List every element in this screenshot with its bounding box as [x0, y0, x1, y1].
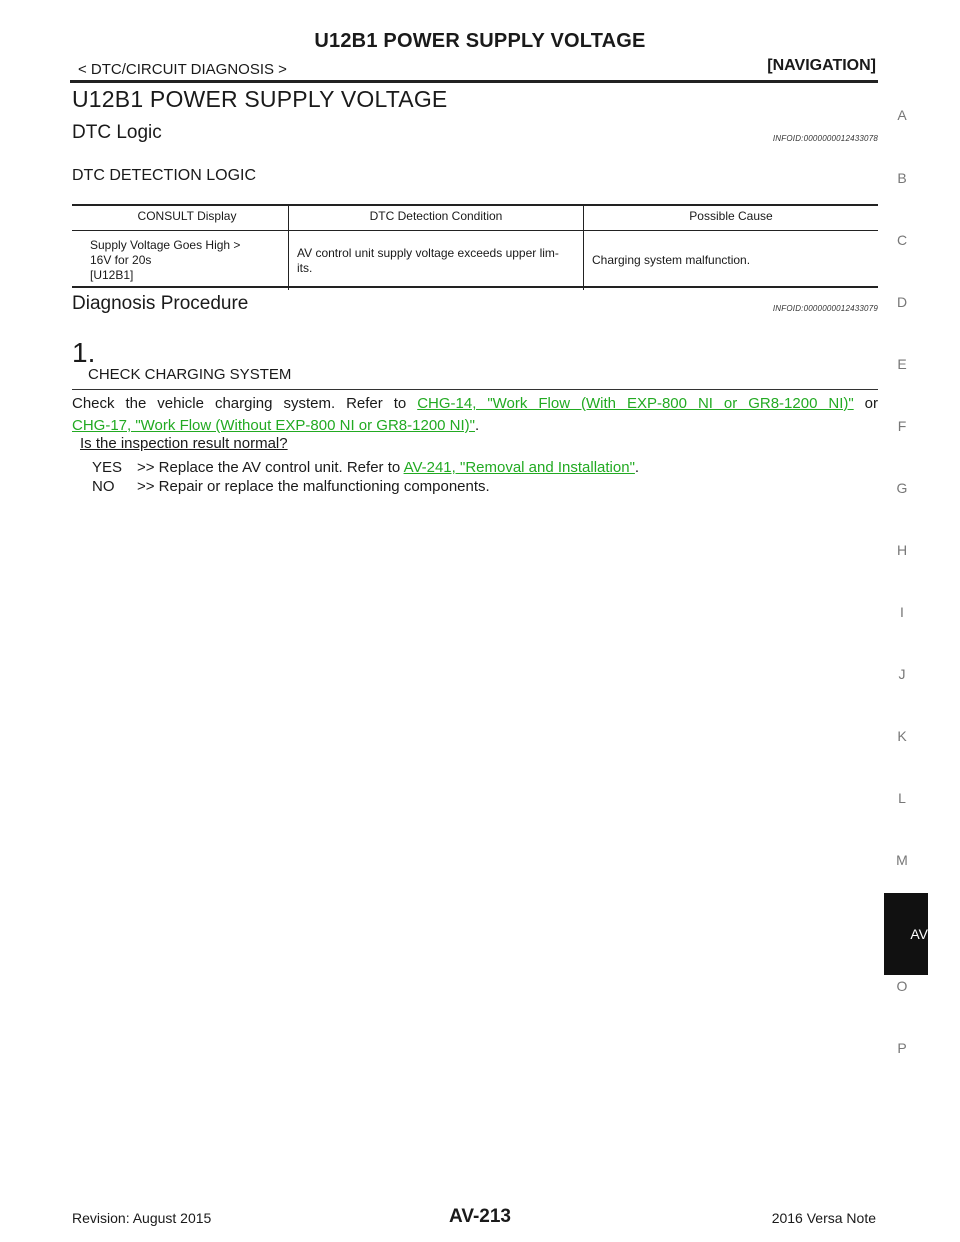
cell-possible-cause: Charging system malfunction.	[583, 230, 878, 290]
instruction-text: or	[853, 395, 879, 412]
page-header-title: U12B1 POWER SUPPLY VOLTAGE	[314, 30, 646, 52]
step-title: CHECK CHARGING SYSTEM	[88, 366, 292, 383]
index-tab-g[interactable]: G	[896, 480, 908, 496]
link-av-241-removal-installation[interactable]: AV-241, "Removal and Installation"	[403, 459, 635, 476]
dtc-logic-table: CONSULT Display DTC Detection Condition …	[72, 204, 878, 290]
answer-key: YES	[92, 459, 123, 476]
cell-detection-condition: AV control unit supply voltage exceeds u…	[288, 230, 584, 290]
index-tab-m[interactable]: M	[896, 852, 908, 868]
index-tab-j[interactable]: J	[898, 666, 906, 682]
table-row: Supply Voltage Goes High > 16V for 20s […	[72, 230, 878, 291]
display-line: [U12B1]	[90, 268, 134, 282]
instruction-text: .	[475, 417, 480, 434]
footer-model: 2016 Versa Note	[771, 1210, 876, 1226]
display-line: Supply Voltage Goes High >	[90, 238, 241, 252]
dtc-logic-heading: DTC Logic	[72, 122, 162, 143]
index-tab-a[interactable]: A	[897, 107, 907, 123]
answer-yes: YES >> Replace the AV control unit. Refer…	[92, 459, 639, 476]
header-divider	[70, 80, 878, 83]
link-chg-14-work-flow[interactable]: CHG-14, "Work Flow (With EXP-800 NI or G…	[417, 395, 854, 412]
column-header-possible-cause: Possible Cause	[583, 204, 878, 231]
index-tab-k[interactable]: K	[897, 728, 907, 744]
column-header-consult-display: CONSULT Display	[72, 204, 289, 231]
dtc-logic-infoid: INFOID:0000000012433078	[772, 134, 878, 143]
index-tab-d[interactable]: D	[896, 294, 908, 310]
link-chg-17-work-flow[interactable]: CHG-17, "Work Flow (Without EXP-800 NI o…	[72, 417, 475, 434]
instruction-line: CHG-17, "Work Flow (Without EXP-800 NI o…	[72, 415, 878, 437]
breadcrumb: < DTC/CIRCUIT DIAGNOSIS >	[78, 61, 287, 78]
display-line: 16V for 20s	[90, 253, 152, 267]
condition-line: AV control unit supply voltage exceeds u…	[297, 245, 559, 260]
step-divider	[72, 389, 878, 390]
answer-text: >> Repair or replace the malfunctioning …	[137, 478, 490, 495]
answer-key: NO	[92, 478, 115, 495]
step-number: 1.	[72, 337, 96, 368]
index-tab-f[interactable]: F	[897, 418, 907, 434]
diagnosis-procedure-infoid: INFOID:0000000012433079	[772, 304, 878, 313]
instruction-text: Check the vehicle charging system. Refer…	[72, 395, 418, 412]
instruction-line: Check the vehicle charging system. Refer…	[72, 393, 878, 415]
index-tab-c[interactable]: C	[896, 232, 908, 248]
index-tab-p[interactable]: P	[897, 1040, 907, 1056]
dtc-detection-logic-label: DTC DETECTION LOGIC	[72, 167, 257, 184]
inspection-question: Is the inspection result normal?	[80, 435, 288, 452]
index-tab-av-label: AV	[910, 926, 928, 942]
footer-revision: Revision: August 2015	[72, 1210, 212, 1226]
condition-line: its.	[297, 260, 313, 275]
index-tab-h[interactable]: H	[896, 542, 908, 558]
table-header-row: CONSULT Display DTC Detection Condition …	[72, 204, 878, 231]
answer-text: >> Replace the AV control unit. Refer to	[137, 459, 404, 476]
column-header-detection-condition: DTC Detection Condition	[288, 204, 584, 231]
cell-consult-display: Supply Voltage Goes High > 16V for 20s […	[72, 231, 289, 291]
step-instructions: Check the vehicle charging system. Refer…	[72, 393, 878, 437]
index-tab-o[interactable]: O	[896, 978, 908, 994]
index-tab-l[interactable]: L	[898, 790, 906, 806]
footer-page-number: AV-213	[449, 1206, 511, 1227]
diagnosis-procedure-heading: Diagnosis Procedure	[72, 293, 249, 314]
index-tab-b[interactable]: B	[897, 170, 907, 186]
answer-text: .	[634, 459, 640, 476]
index-tab-e[interactable]: E	[897, 356, 907, 372]
table-bottom-border	[72, 286, 878, 288]
answer-no: NO >> Repair or replace the malfunctionin…	[92, 478, 490, 495]
index-tab-i[interactable]: I	[900, 604, 904, 620]
section-label: [NAVIGATION]	[767, 57, 876, 74]
page-title: U12B1 POWER SUPPLY VOLTAGE	[72, 86, 448, 112]
index-tab-av-active[interactable]: AV	[884, 893, 928, 975]
